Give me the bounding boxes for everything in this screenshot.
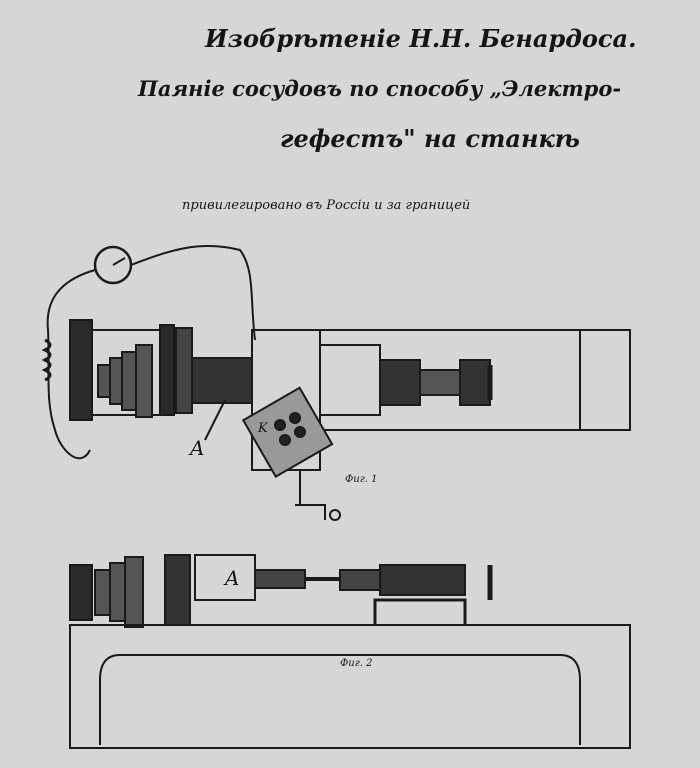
title-line-1: Изобрѣтеніе Н.Н. Бенардоса. (205, 24, 637, 53)
fig1-label-a: A (188, 436, 204, 460)
title-line-2: Паяніе сосудовъ по способу „Электро- (138, 76, 622, 101)
fig2-label-a: A (223, 566, 239, 590)
figure-1: A K Фиг. 1 (41, 244, 631, 521)
title-line-3: гефестъ" на станкѣ (280, 124, 580, 153)
privilege-note: привилегировано въ Россіи и за границей (182, 198, 471, 213)
wire (130, 244, 256, 341)
fig1-caption: Фиг. 1 (345, 474, 378, 485)
fig1-label-k: K (257, 421, 269, 436)
fig2-caption: Фиг. 2 (340, 658, 373, 669)
figure-2: A Фиг. 2 (69, 554, 631, 749)
